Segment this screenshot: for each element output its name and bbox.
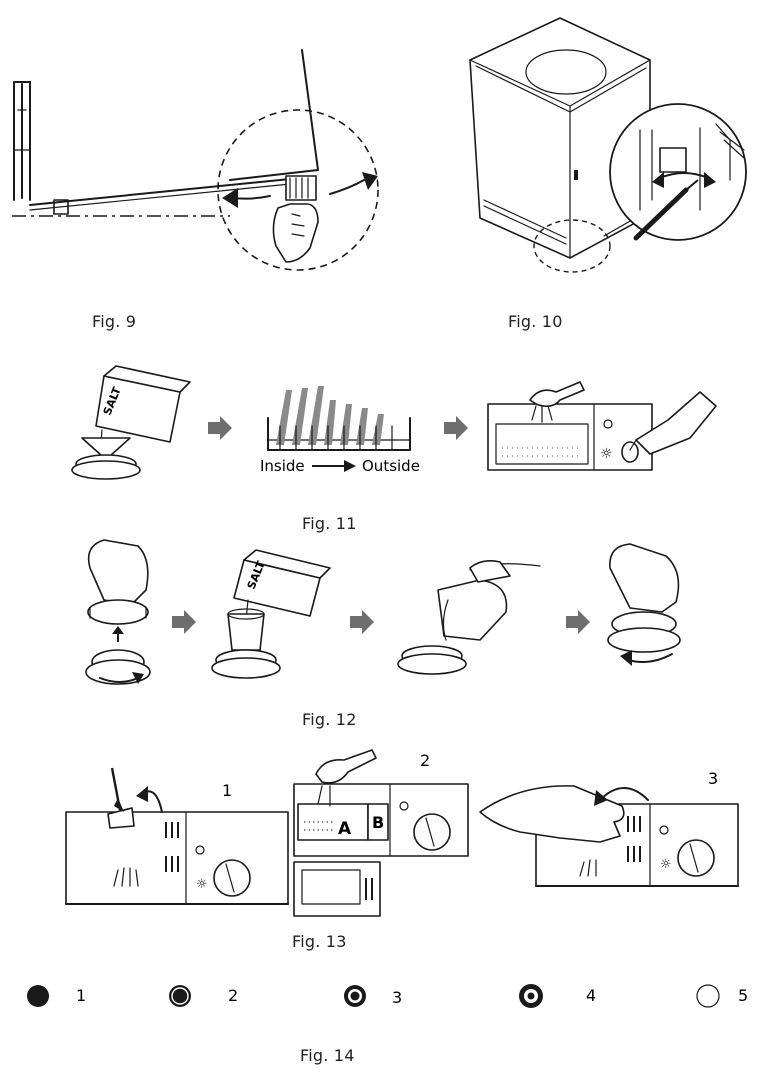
fig13-panel-3-label: 3 — [708, 769, 718, 788]
hand-icon — [87, 539, 149, 605]
dispenser-panel-icon: ☼ — [487, 403, 653, 471]
close-lid-arrow-icon — [594, 790, 608, 806]
hand-icon — [479, 785, 625, 843]
dispenser-closing-panel: ☼ — [479, 785, 739, 887]
fig12-caption: Fig. 12 — [302, 710, 357, 729]
rotate-right-arrow-icon — [362, 172, 378, 190]
dispenser-open-panel: A B — [293, 749, 469, 917]
next-step-arrow-icon — [350, 610, 374, 634]
fig13-panel-2-label: 2 — [420, 751, 430, 770]
next-step-arrow-icon — [444, 416, 468, 440]
dish-rack-icon — [267, 386, 411, 451]
inside-label: Inside — [260, 457, 305, 475]
salt-reservoir-icon — [227, 613, 265, 651]
next-step-arrow-icon — [566, 610, 590, 634]
indicator-2-label: 2 — [228, 986, 238, 1005]
fig14-caption: Fig. 14 — [300, 1046, 355, 1065]
salt-cap-icon — [87, 599, 149, 625]
next-step-arrow-icon — [208, 416, 232, 440]
fig10-caption: Fig. 10 — [508, 312, 563, 331]
fig13-caption: Fig. 13 — [292, 932, 347, 951]
fig9-caption: Fig. 9 — [92, 312, 137, 331]
fig11-caption: Fig. 11 — [302, 514, 357, 533]
detergent-scoop-icon — [529, 381, 585, 408]
fig13-panel-1-label: 1 — [222, 781, 232, 800]
screwdriver-icon — [633, 187, 689, 241]
hand-icon — [609, 543, 680, 613]
indicator-5-label: 5 — [738, 986, 748, 1005]
salt-box-icon: SALT — [95, 365, 191, 443]
indicator-full-icon — [27, 985, 49, 1007]
direction-arrow-icon — [344, 460, 356, 472]
leveling-foot-icon — [285, 175, 317, 201]
indicator-1-label: 1 — [76, 986, 86, 1005]
hand-icon — [272, 203, 319, 263]
dispenser-closed-panel: ☼ — [65, 767, 289, 905]
indicator-3-label: 3 — [392, 988, 402, 1007]
rotate-arrow-icon — [620, 650, 632, 666]
compartment-a-label: A — [338, 819, 352, 839]
detail-magnifier — [217, 109, 379, 271]
svg-text:☼: ☼ — [196, 877, 208, 892]
indicator-empty-icon — [696, 984, 720, 1008]
rinse-aid-bottle-icon — [635, 391, 717, 455]
next-step-arrow-icon — [172, 610, 196, 634]
outside-label: Outside — [362, 457, 420, 475]
salt-box-icon: SALT — [233, 549, 331, 617]
indicator-4-label: 4 — [586, 986, 596, 1005]
svg-text:☼: ☼ — [660, 857, 672, 872]
hand-icon — [469, 560, 511, 583]
rotate-left-arrow-icon — [222, 188, 238, 208]
svg-text:☼: ☼ — [600, 446, 613, 462]
rotate-arrow-icon — [132, 672, 144, 684]
compartment-b-label: B — [372, 813, 384, 832]
